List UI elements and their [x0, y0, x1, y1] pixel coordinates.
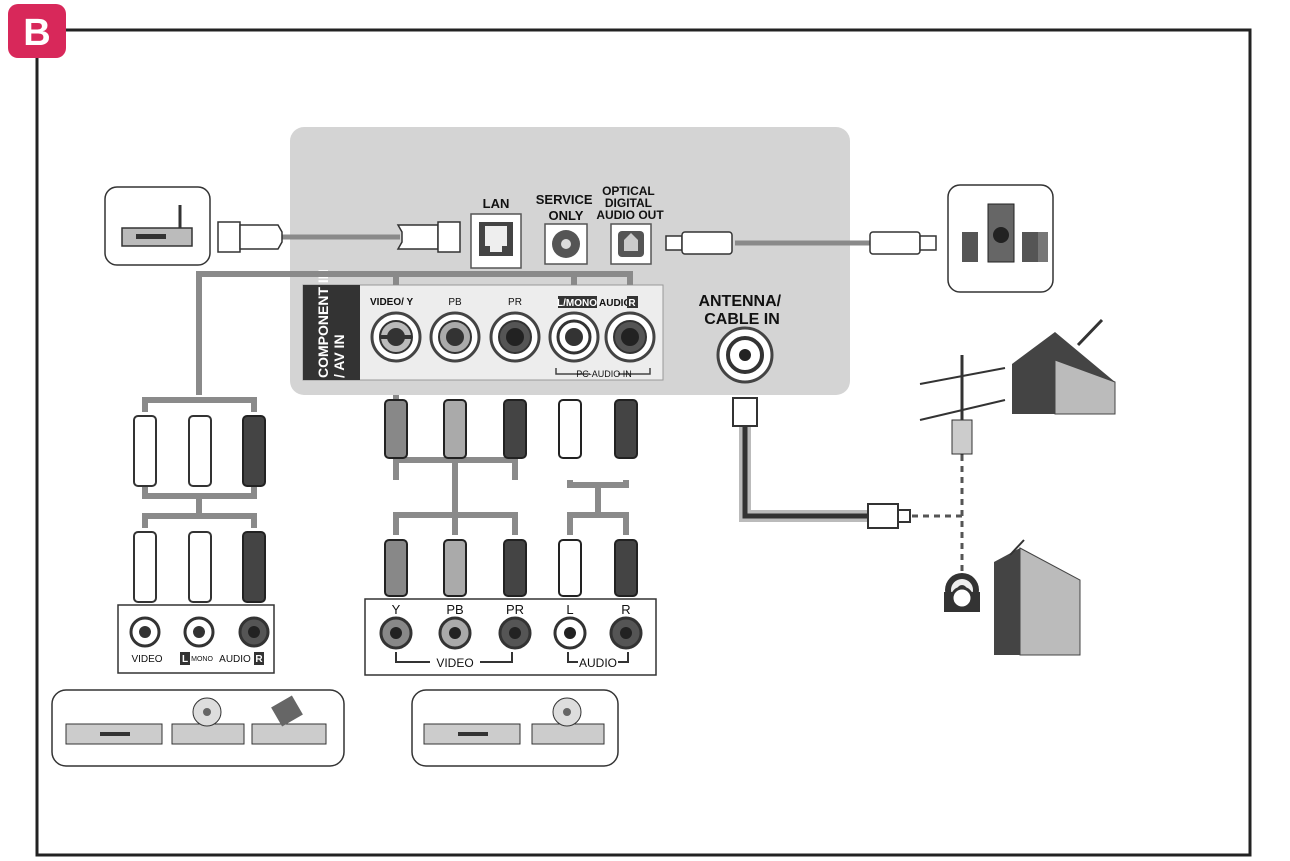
service-only-label: ONLY	[549, 208, 584, 223]
jack-audio-l	[548, 311, 600, 363]
component-cable	[393, 395, 629, 535]
audio-label: AUDIO	[599, 298, 631, 309]
service-label: SERVICE	[536, 192, 593, 207]
service-port: SERVICE ONLY	[536, 192, 596, 265]
component-plugs-bottom	[384, 539, 638, 597]
pc-audio-in-label: PC-AUDIO IN	[576, 369, 632, 379]
comp-pb-label: PB	[446, 602, 463, 617]
lan-cable	[217, 221, 461, 253]
pr-label: PR	[508, 297, 522, 308]
component-in-label: COMPONENT IN	[315, 269, 331, 378]
jack-video-y	[370, 311, 422, 363]
apartment-building-icon	[994, 539, 1081, 656]
av-source-devices	[51, 689, 345, 767]
av-mono-label: MONO	[191, 656, 213, 663]
antenna-mast-icon	[919, 355, 1006, 455]
component-device-jack-panel: Y PB PR L R VIDEO AUDIO	[364, 598, 657, 676]
comp-video-label: VIDEO	[436, 656, 473, 670]
lan-port: LAN	[470, 196, 522, 269]
comp-r-label: R	[621, 602, 630, 617]
optical-cable	[665, 231, 937, 255]
digital-label: DIGITAL	[605, 196, 652, 210]
av-l-label: L	[182, 654, 188, 665]
r-label: R	[628, 298, 636, 309]
router-device	[104, 186, 211, 266]
component-plugs-top	[384, 399, 638, 459]
av-audio-label: AUDIO	[219, 654, 251, 665]
av-cable	[142, 271, 633, 528]
jack-pb	[429, 311, 481, 363]
jack-pr	[489, 311, 541, 363]
antenna-cable	[732, 397, 964, 575]
av-plugs-bottom	[133, 531, 266, 603]
house-icon	[1012, 318, 1116, 415]
cable-in-label: CABLE IN	[704, 311, 780, 328]
av-device-jack-panel: VIDEO L MONO AUDIO R	[117, 604, 275, 674]
av-video-label: VIDEO	[131, 654, 162, 665]
component-source-devices	[411, 689, 619, 767]
av-plugs-top	[133, 415, 266, 487]
coax-wall-plug-icon	[944, 573, 980, 612]
audio-out-label: AUDIO OUT	[596, 208, 664, 222]
svg-text:ANTENNA/ CABLE IN: ANTENNA/ CABLE IN	[698, 293, 785, 328]
svg-text:OPTICAL DIGITAL AU: OPTICAL DIGITAL AUDIO OUT	[596, 184, 664, 222]
component-label-tab	[303, 285, 360, 380]
antenna-label: ANTENNA/	[698, 293, 781, 310]
av-in-label: / AV IN	[331, 334, 347, 378]
optical-label: OPTICAL	[602, 184, 654, 198]
lan-label: LAN	[483, 196, 510, 211]
outer-frame	[35, 28, 1252, 857]
home-theater-device	[947, 184, 1054, 293]
antenna-port: ANTENNA/ CABLE IN	[698, 293, 785, 384]
comp-y-label: Y	[392, 602, 401, 617]
comp-l-label: L	[566, 602, 573, 617]
svg-text:COMPONENT IN / AV IN: COMPONENT IN / AV IN	[315, 265, 347, 378]
av-r-label: R	[255, 654, 263, 665]
video-y-label: VIDEO/ Y	[370, 297, 413, 308]
l-mono-label: L/MONO	[557, 298, 597, 309]
badge-letter: B	[23, 12, 50, 54]
optical-audio-port: OPTICAL DIGITAL AUDIO OUT	[596, 184, 664, 265]
comp-audio-label: AUDIO	[579, 656, 617, 670]
pb-label: PB	[448, 297, 462, 308]
av-jack-strip	[302, 284, 664, 381]
pc-audio-bracket: PC-AUDIO IN	[555, 368, 651, 379]
section-badge: B	[8, 4, 66, 58]
comp-pr-label: PR	[506, 602, 524, 617]
jack-audio-r	[604, 311, 656, 363]
svg-text:SERVICE ONLY: SERVICE ONLY	[536, 192, 596, 223]
